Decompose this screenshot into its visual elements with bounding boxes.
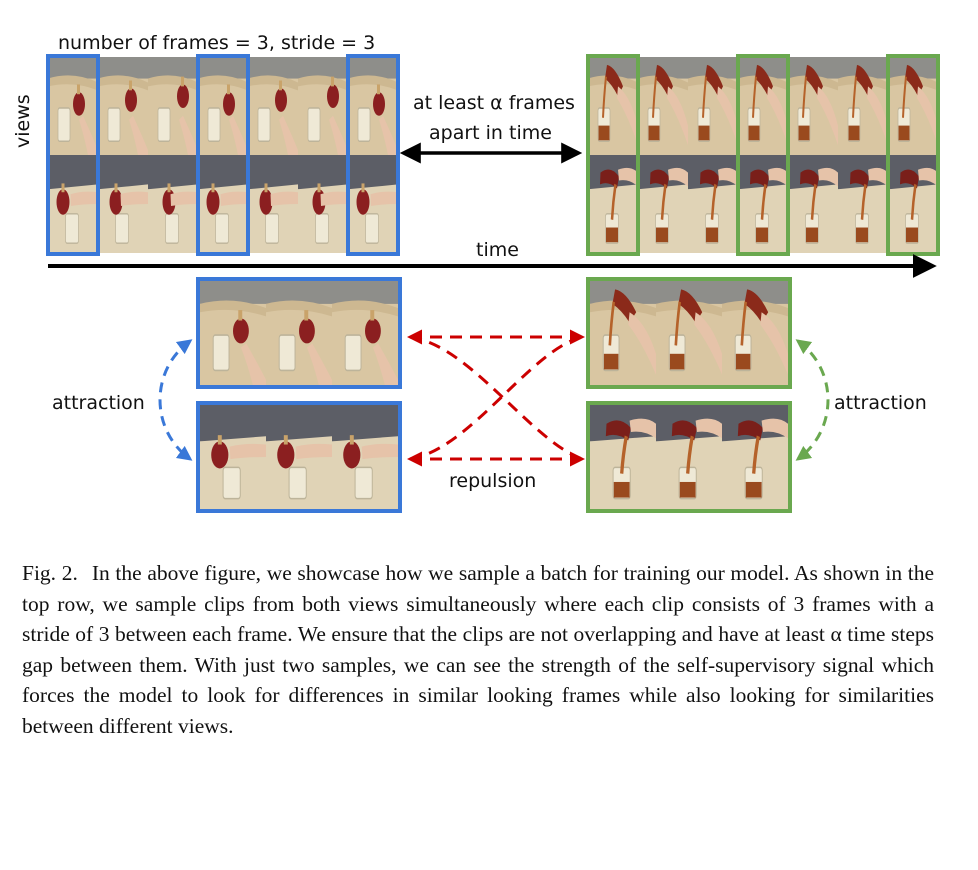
- selected-frame-box-green: [886, 54, 940, 256]
- strip-frame-blue-bottom: [148, 155, 198, 253]
- clip-green-view1: [586, 277, 792, 389]
- clip-green-view1-frame: [722, 281, 788, 385]
- clip-blue-view2: [196, 401, 402, 513]
- strip-frame-blue-bottom: [48, 155, 98, 253]
- gap-label-line2: apart in time: [429, 122, 552, 144]
- repulsion-cross-2: [409, 335, 583, 461]
- clip-green-view2: [586, 401, 792, 513]
- strip-frame-blue-bottom: [298, 155, 348, 253]
- strip-frame-green-top: [838, 57, 888, 155]
- clip-green-view2-frame: [656, 405, 722, 509]
- strip-frame-blue-top: [348, 57, 398, 155]
- views-label: views: [12, 94, 34, 148]
- selected-frame-box-blue: [46, 54, 100, 256]
- clip-blue-view1-frame: [266, 281, 332, 385]
- clip-green-view1-frame: [656, 281, 722, 385]
- repulsion-cross-1: [409, 335, 583, 461]
- clip-green-view1-frame: [590, 281, 656, 385]
- repulsion-label: repulsion: [449, 470, 537, 492]
- strip-frame-green-top: [688, 57, 738, 155]
- strip-frame-blue-bottom: [198, 155, 248, 253]
- selected-frame-box-blue: [346, 54, 400, 256]
- strip-frame-green-top: [588, 57, 638, 155]
- caption-fig-label: Fig. 2.: [22, 561, 78, 585]
- strip-frame-green-bottom: [688, 155, 738, 253]
- attraction-left-label: attraction: [52, 392, 145, 414]
- clip-blue-view2-frame: [332, 405, 398, 509]
- time-label: time: [476, 239, 519, 261]
- strip-frame-green-top: [788, 57, 838, 155]
- attraction-arrow-right: [795, 339, 830, 461]
- clip-blue-view2-frame: [266, 405, 332, 509]
- selected-frame-box-blue: [196, 54, 250, 256]
- selected-frame-box-green: [736, 54, 790, 256]
- selected-frame-box-green: [586, 54, 640, 256]
- top-label: number of frames = 3, stride = 3: [58, 32, 376, 54]
- clip-blue-view1-frame: [200, 281, 266, 385]
- strip-frame-blue-bottom: [248, 155, 298, 253]
- attraction-arrow-left: [158, 339, 193, 461]
- strip-frame-blue-top: [248, 57, 298, 155]
- clip-blue-view1: [196, 277, 402, 389]
- clip-green-view2-frame: [722, 405, 788, 509]
- clip-green-view2-frame: [590, 405, 656, 509]
- figure-caption: Fig. 2.In the above figure, we showcase …: [22, 558, 934, 741]
- strip-frame-green-top: [738, 57, 788, 155]
- strip-frame-blue-top: [298, 57, 348, 155]
- figure: number of frames = 3, stride = 3 views a…: [12, 32, 940, 513]
- strip-frame-blue-bottom: [98, 155, 148, 253]
- attraction-right-label: attraction: [834, 392, 927, 414]
- strip-frame-green-top: [888, 57, 938, 155]
- strip-frame-green-bottom: [888, 155, 938, 253]
- strip-frame-blue-top: [48, 57, 98, 155]
- strip-frame-green-bottom: [588, 155, 638, 253]
- strip-frame-green-bottom: [738, 155, 788, 253]
- clip-blue-view2-frame: [200, 405, 266, 509]
- strip-frame-green-top: [638, 57, 688, 155]
- clip-blue-view1-frame: [332, 281, 398, 385]
- strip-frame-blue-top: [98, 57, 148, 155]
- strip-frame-blue-bottom: [348, 155, 398, 253]
- caption-text: In the above figure, we showcase how we …: [22, 561, 934, 738]
- strip-frame-green-bottom: [638, 155, 688, 253]
- strip-frame-green-bottom: [788, 155, 838, 253]
- gap-label-line1: at least α frames: [413, 92, 575, 114]
- strip-frame-blue-top: [198, 57, 248, 155]
- strip-frame-blue-top: [148, 57, 198, 155]
- strip-frame-green-bottom: [838, 155, 888, 253]
